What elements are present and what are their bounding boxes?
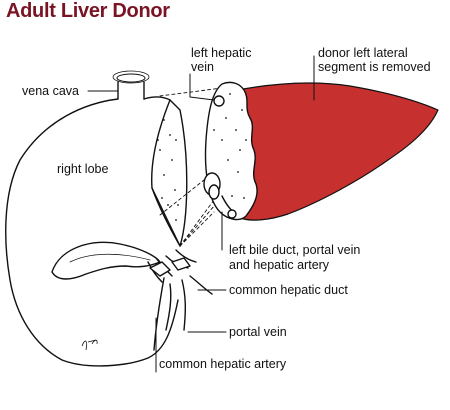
vena-cava-ring bbox=[116, 73, 146, 83]
label-common-hepatic-duct: common hepatic duct bbox=[229, 283, 348, 297]
cut-surface-remaining bbox=[150, 99, 188, 247]
label-bile-duct: left bile duct, portal vein bbox=[229, 243, 361, 257]
label-left-hepatic-vein: left hepatic bbox=[191, 46, 252, 60]
label-left-hepatic-vein-2: vein bbox=[191, 60, 214, 74]
label-vena-cava: vena cava bbox=[22, 84, 79, 98]
label-donor-segment-2: segment is removed bbox=[318, 60, 431, 74]
label-bile-duct-2: and hepatic artery bbox=[229, 258, 330, 272]
label-portal-vein: portal vein bbox=[229, 325, 287, 339]
label-common-hepatic-artery: common hepatic artery bbox=[159, 357, 287, 371]
page-title: Adult Liver Donor bbox=[6, 0, 170, 22]
label-right-lobe: right lobe bbox=[57, 162, 109, 176]
right-lobe-outline bbox=[5, 96, 179, 367]
left-hepatic-vein-stump bbox=[213, 95, 225, 107]
label-donor-segment: donor left lateral bbox=[318, 46, 408, 60]
vena-cava bbox=[117, 81, 145, 100]
gallbladder bbox=[51, 241, 161, 280]
removed-left-lateral-segment bbox=[235, 82, 439, 221]
artist-signature bbox=[81, 339, 98, 351]
